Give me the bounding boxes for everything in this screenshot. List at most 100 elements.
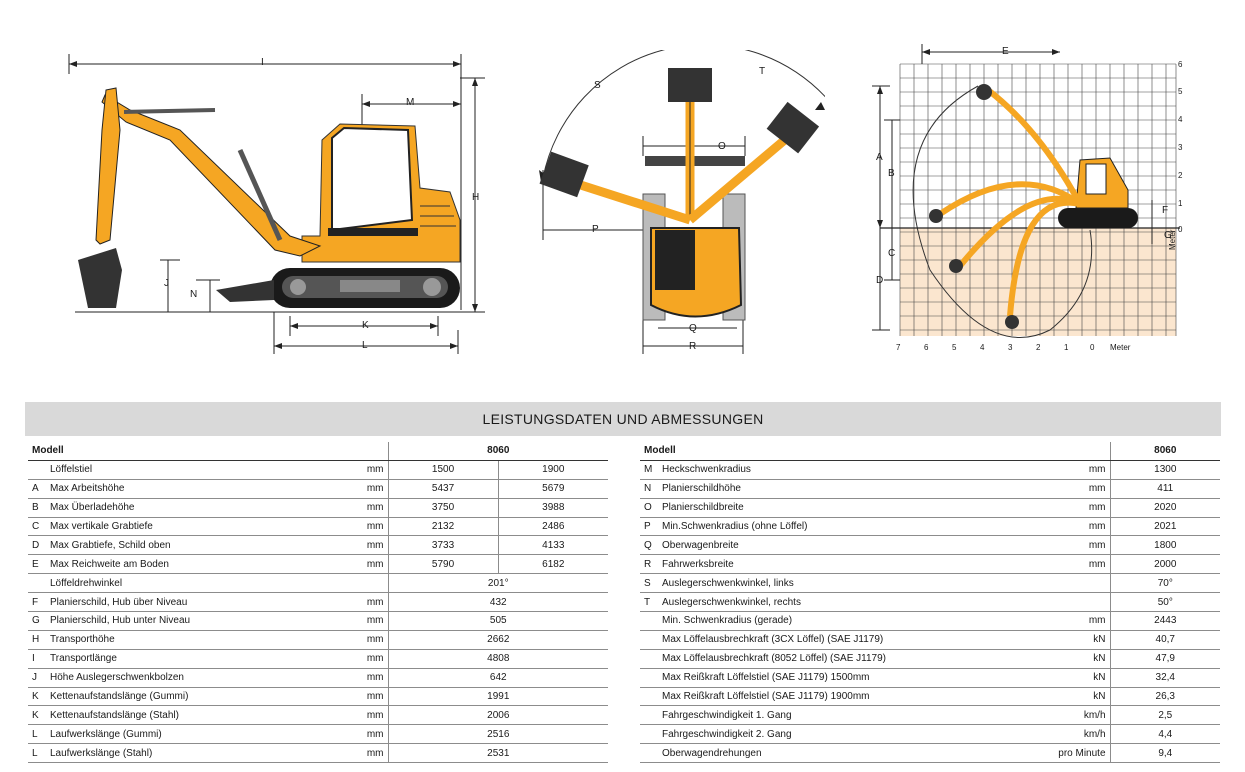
row-letter: R — [640, 554, 658, 575]
row-value: 1991 — [387, 687, 609, 707]
dim-label-I: I — [261, 57, 264, 68]
row-unit: mm — [336, 705, 389, 726]
range-label-E: E — [1002, 46, 1009, 57]
range-label-G: G — [1164, 230, 1172, 241]
row-label: Max Reißkraft Löffelstiel (SAE J1179) 15… — [658, 668, 989, 688]
row-value: 2662 — [387, 630, 609, 650]
y-tick: 6 — [1178, 60, 1183, 69]
header-label: Modell — [28, 442, 337, 461]
row-letter: K — [28, 705, 46, 726]
section-title-banner: LEISTUNGSDATEN UND ABMESSUNGEN — [25, 402, 1221, 436]
row-value: 2021 — [1109, 517, 1221, 537]
row-value-1500: 3733 — [387, 535, 499, 556]
x-tick: 4 — [980, 343, 985, 352]
row-letter — [640, 611, 658, 631]
row-label: Max Überladehöhe — [46, 498, 337, 518]
row-label: Planierschildbreite — [658, 498, 989, 518]
row-value-1900: 4133 — [497, 535, 609, 556]
row-value-1500: 2132 — [387, 517, 499, 537]
y-tick: 0 — [1178, 225, 1183, 234]
row-unit: mm — [336, 630, 389, 650]
dim-label-R: R — [689, 341, 697, 352]
header-unit — [336, 442, 389, 461]
row-unit: mm — [336, 649, 389, 669]
x-tick: 3 — [1008, 343, 1013, 352]
row-label: Transportlänge — [46, 649, 337, 669]
dim-label-O: O — [718, 141, 726, 152]
range-label-D: D — [876, 275, 884, 286]
row-unit — [988, 592, 1111, 613]
dim-label-J: J — [164, 278, 169, 289]
row-letter: H — [28, 630, 46, 650]
row-value-1900: 5679 — [497, 479, 609, 499]
row-value: 4,4 — [1109, 724, 1221, 745]
row-label: Min.Schwenkradius (ohne Löffel) — [658, 517, 989, 537]
row-letter: J — [28, 668, 46, 688]
dim-label-P: P — [592, 224, 599, 235]
row-value-1500: 5437 — [387, 479, 499, 499]
row-label: Löffeldrehwinkel — [46, 573, 337, 594]
dim-label-M: M — [406, 97, 415, 108]
row-value: 50° — [1109, 592, 1221, 613]
row-letter: O — [640, 498, 658, 518]
row-unit: mm — [336, 743, 389, 764]
range-meter-side: Meter — [1168, 229, 1177, 250]
row-letter: E — [28, 554, 46, 575]
row-value-1900: 1900 — [497, 460, 609, 480]
row-value: 2516 — [387, 724, 609, 745]
x-tick: 5 — [952, 343, 957, 352]
x-tick: 2 — [1036, 343, 1041, 352]
row-label: Planierschild, Hub unter Niveau — [46, 611, 337, 631]
dim-label-T: T — [759, 66, 766, 77]
dim-label-N: N — [190, 289, 198, 300]
row-label: Löffelstiel — [46, 460, 337, 480]
row-letter — [28, 573, 46, 594]
row-unit: mm — [336, 611, 389, 631]
row-value: 1300 — [1109, 460, 1221, 480]
row-unit: kN — [988, 668, 1111, 688]
row-unit: mm — [336, 517, 389, 537]
row-label: Auslegerschwenkwinkel, links — [658, 573, 989, 594]
y-tick: 3 — [1178, 143, 1183, 152]
row-unit: mm — [988, 611, 1111, 631]
row-value: 2006 — [387, 705, 609, 726]
row-unit: mm — [336, 498, 389, 518]
row-value: 505 — [387, 611, 609, 631]
row-unit: mm — [336, 592, 389, 613]
row-unit: kN — [988, 630, 1111, 650]
dim-label-K: K — [362, 320, 369, 331]
row-value: 32,4 — [1109, 668, 1221, 688]
header-label: Modell — [640, 442, 989, 461]
row-value-1900: 6182 — [497, 554, 609, 575]
row-unit: mm — [988, 498, 1111, 518]
row-letter: I — [28, 649, 46, 669]
row-letter: C — [28, 517, 46, 537]
row-label: Fahrgeschwindigkeit 1. Gang — [658, 705, 989, 726]
row-value: 40,7 — [1109, 630, 1221, 650]
row-unit: mm — [988, 535, 1111, 556]
table-row: Max Löffelausbrechkraft (8052 Löffel) (S… — [640, 649, 1221, 669]
y-tick: 2 — [1178, 171, 1183, 180]
row-label: Max vertikale Grabtiefe — [46, 517, 337, 537]
y-tick: 4 — [1178, 115, 1183, 124]
row-value: 2,5 — [1109, 705, 1221, 726]
row-label: Max Arbeitshöhe — [46, 479, 337, 499]
row-unit: mm — [336, 535, 389, 556]
row-unit: km/h — [988, 724, 1111, 745]
header-model: 8060 — [1109, 442, 1221, 461]
